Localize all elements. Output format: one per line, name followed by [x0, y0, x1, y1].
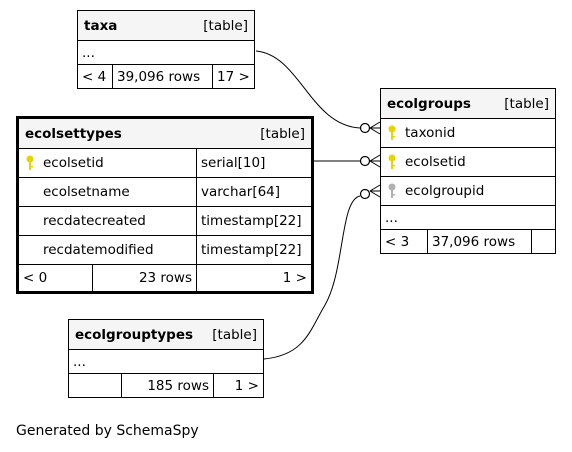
- optional-circle: [359, 122, 371, 134]
- column-name: ecolsetid: [43, 155, 104, 171]
- parents-count[interactable]: < 4: [82, 68, 107, 85]
- optional-circle: [359, 188, 371, 200]
- table-name: ecolgrouptypes: [75, 326, 194, 343]
- table-taxa[interactable]: taxa [table] ... < 4 39,096 rows 17 >: [77, 10, 255, 89]
- table-ecolgrouptypes[interactable]: ecolgrouptypes [table] ... 185 rows 1 >: [68, 319, 264, 398]
- column-row[interactable]: ecolsetname varchar[64]: [19, 177, 311, 206]
- ellipsis-text: ...: [82, 44, 95, 61]
- columns-ellipsis: ...: [69, 349, 263, 373]
- children-count[interactable]: 1 >: [196, 265, 311, 291]
- table-kind: [table]: [203, 17, 248, 34]
- columns-ellipsis: ...: [381, 205, 555, 229]
- columns-ellipsis: ...: [78, 40, 254, 64]
- children-count[interactable]: 17 >: [212, 65, 254, 88]
- parents-count[interactable]: < 0: [23, 270, 48, 286]
- column-row[interactable]: recdatemodified timestamp[22]: [19, 235, 311, 264]
- column-row[interactable]: ecolgroupid: [381, 176, 555, 205]
- table-footer: < 4 39,096 rows 17 >: [78, 64, 254, 88]
- column-name: ecolsetname: [43, 184, 130, 200]
- optional-circle: [359, 155, 371, 167]
- column-row[interactable]: ecolsetid serial[10]: [19, 148, 311, 177]
- table-footer: < 3 37,096 rows: [381, 229, 555, 253]
- table-name: ecolgroups: [387, 95, 471, 112]
- row-count: 39,096 rows: [112, 65, 212, 88]
- column-row[interactable]: ecolsetid: [381, 147, 555, 176]
- column-name: recdatemodified: [43, 242, 154, 258]
- table-kind: [table]: [212, 326, 257, 343]
- table-name: taxa: [84, 17, 118, 34]
- primary-key-icon: [385, 152, 399, 172]
- column-name: recdatecreated: [43, 213, 146, 229]
- table-header: ecolgroups [table]: [381, 89, 555, 118]
- parents-count[interactable]: < 3: [385, 233, 410, 250]
- column-type: varchar[64]: [196, 178, 311, 206]
- parents-count[interactable]: [69, 374, 121, 397]
- children-count[interactable]: 1 >: [213, 374, 263, 397]
- column-type: serial[10]: [196, 149, 311, 177]
- table-header: taxa [table]: [78, 11, 254, 40]
- row-count: 23 rows: [92, 265, 196, 291]
- children-count[interactable]: [531, 230, 555, 253]
- foreign-key-icon: [385, 181, 399, 201]
- table-header: ecolsettypes [table]: [19, 119, 311, 148]
- table-footer: < 0 23 rows 1 >: [19, 264, 311, 291]
- column-row[interactable]: recdatecreated timestamp[22]: [19, 206, 311, 235]
- ellipsis-text: ...: [73, 353, 86, 370]
- table-footer: 185 rows 1 >: [69, 373, 263, 397]
- table-header: ecolgrouptypes [table]: [69, 320, 263, 349]
- column-type: timestamp[22]: [196, 236, 311, 264]
- generated-by-label: Generated by SchemaSpy: [16, 423, 199, 439]
- row-count: 185 rows: [121, 374, 213, 397]
- ellipsis-text: ...: [385, 209, 398, 226]
- table-kind: [table]: [504, 95, 549, 112]
- primary-key-icon: [385, 123, 399, 143]
- row-count: 37,096 rows: [427, 230, 531, 253]
- table-ecolgroups[interactable]: ecolgroups [table] taxonid ecolsetid eco…: [380, 88, 556, 254]
- table-kind: [table]: [260, 125, 305, 142]
- column-name: ecolgroupid: [405, 183, 485, 199]
- table-ecolsettypes[interactable]: ecolsettypes [table] ecolsetid serial[10…: [16, 116, 314, 294]
- table-name: ecolsettypes: [25, 125, 122, 142]
- column-type: timestamp[22]: [196, 207, 311, 235]
- column-name: taxonid: [405, 125, 456, 141]
- column-name: ecolsetid: [405, 154, 466, 170]
- primary-key-icon: [23, 153, 37, 173]
- column-row[interactable]: taxonid: [381, 118, 555, 147]
